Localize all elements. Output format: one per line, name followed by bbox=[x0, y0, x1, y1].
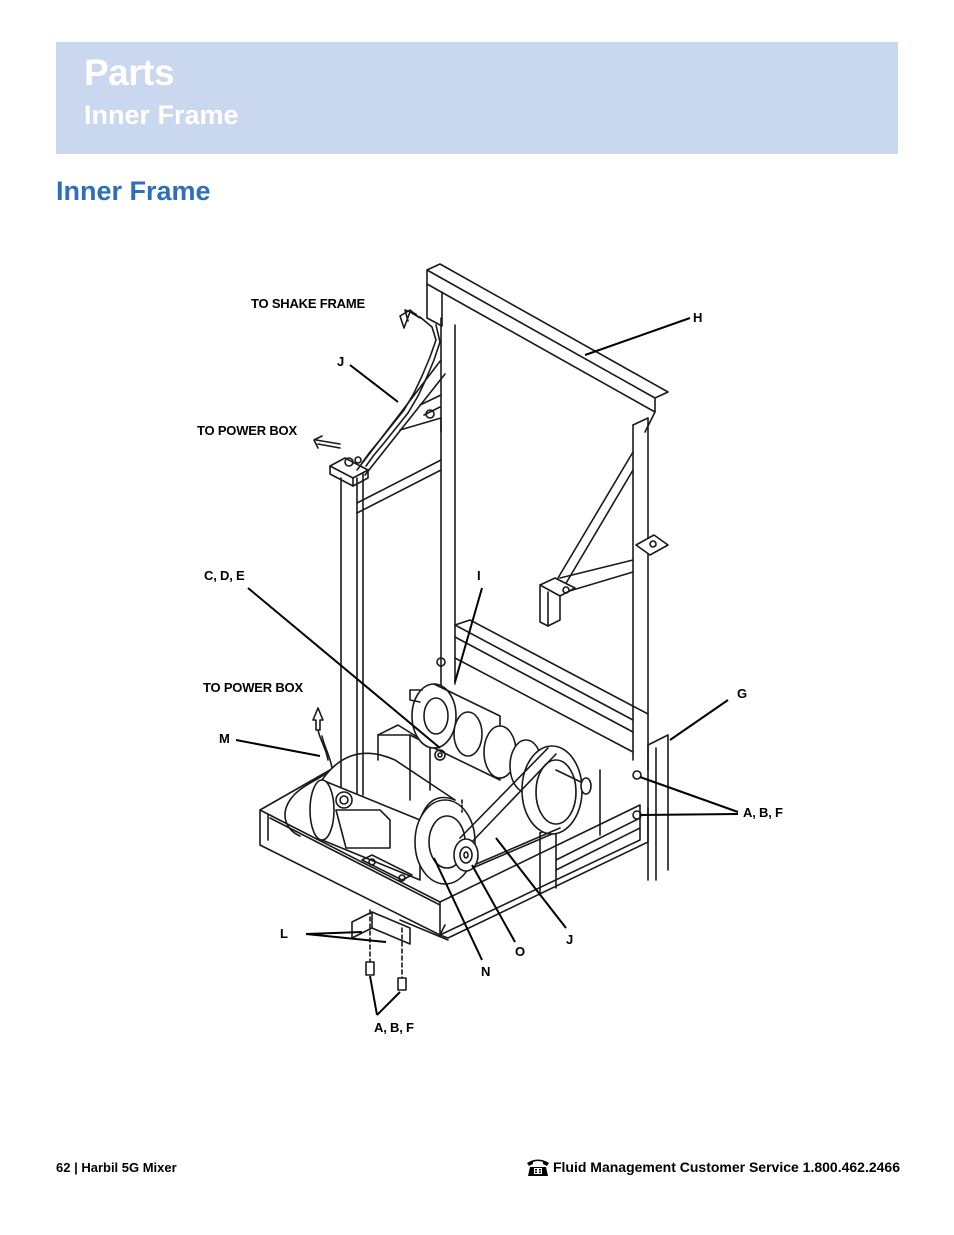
arrows bbox=[313, 309, 421, 449]
label-to-power-box-mid: TO POWER BOX bbox=[203, 680, 303, 695]
belt-drive bbox=[453, 745, 592, 872]
label-m: M bbox=[219, 731, 230, 746]
page-title: Parts bbox=[84, 52, 175, 93]
label-abf-bottom: A, B, F bbox=[374, 1020, 414, 1035]
rear-left-post bbox=[440, 317, 456, 691]
back-lower-crossbar bbox=[454, 619, 649, 753]
label-i: I bbox=[477, 568, 481, 583]
header-banner: Parts Inner Frame bbox=[56, 42, 898, 154]
label-n: N bbox=[481, 964, 491, 979]
label-to-power-box-top: TO POWER BOX bbox=[197, 423, 297, 438]
power-cable bbox=[284, 707, 333, 837]
left-bracket bbox=[344, 316, 446, 514]
rear-right-post bbox=[632, 417, 649, 771]
shaft-assembly bbox=[409, 657, 543, 793]
telephone-icon bbox=[526, 1159, 549, 1176]
right-bracket bbox=[539, 451, 669, 627]
label-j-top: J bbox=[337, 354, 345, 369]
section-title: Inner Frame bbox=[56, 176, 211, 206]
label-l: L bbox=[280, 926, 288, 941]
page-subtitle: Inner Frame bbox=[84, 100, 239, 130]
label-j-bottom: J bbox=[566, 932, 574, 947]
service-text: Fluid Management Customer Service 1.800.… bbox=[552, 1159, 900, 1175]
label-to-shake-frame: TO SHAKE FRAME bbox=[251, 296, 365, 311]
customer-service: Fluid Management Customer Service 1.800.… bbox=[526, 1157, 900, 1177]
top-crossbar bbox=[426, 263, 669, 433]
page-number: 62 | Harbil 5G Mixer bbox=[56, 1160, 177, 1175]
label-cde: C, D, E bbox=[204, 568, 245, 583]
label-o: O bbox=[515, 944, 525, 959]
rear-right-leg bbox=[632, 734, 669, 881]
front-left-post bbox=[329, 457, 369, 801]
label-g: G bbox=[737, 686, 747, 701]
motor bbox=[309, 724, 476, 885]
label-abf-right: A, B, F bbox=[743, 805, 783, 820]
label-h: H bbox=[693, 310, 703, 325]
leader-lines bbox=[235, 317, 739, 1016]
